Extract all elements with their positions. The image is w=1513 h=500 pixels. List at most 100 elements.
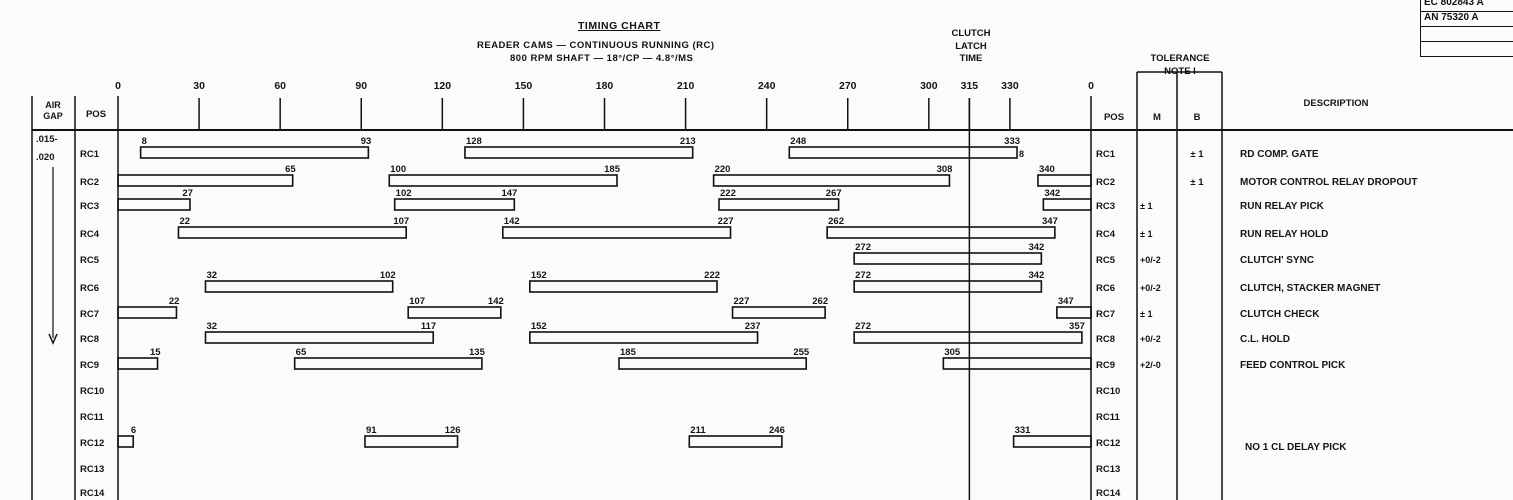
timing-bar (1012, 435, 1092, 448)
timing-bar (942, 357, 1092, 370)
tolerance-m-value: ± 1 (1140, 229, 1152, 239)
row-pos-label-right: RC6 (1096, 283, 1115, 294)
description-header: DESCRIPTION (1304, 98, 1369, 109)
bar-end-label: 22 (169, 296, 180, 307)
revision-box: EC 802843 A AN 75320 A (1420, 0, 1513, 57)
bar-start-label: 272 (855, 321, 871, 332)
air-gap-header: AIR (45, 100, 61, 110)
row-pos-label: RC4 (80, 229, 100, 240)
timing-bar (117, 435, 135, 448)
row-pos-label-right: RC13 (1096, 464, 1120, 475)
clutch-label-line: LATCH (955, 40, 987, 52)
timing-bar (529, 331, 759, 344)
bar-start-label: 8 (142, 136, 147, 147)
clutch-label-line: TIME (959, 53, 983, 64)
axis-tick-label: 120 (434, 80, 452, 92)
row-pos-label-right: RC7 (1096, 309, 1115, 320)
timing-bar (364, 435, 459, 448)
bar-start-label: 102 (396, 188, 412, 199)
row-pos-label: RC11 (80, 412, 104, 423)
bar-end-label: 15 (150, 347, 161, 358)
bar-end-label: 213 (680, 136, 696, 147)
axis-tick-label: 150 (515, 80, 533, 92)
bar-end-label: 342 (1028, 270, 1044, 281)
row-pos-label-right: RC11 (1096, 412, 1120, 423)
bar-end-label: 142 (488, 296, 504, 307)
bar-start-label: 272 (855, 242, 871, 253)
bar-start-label: 342 (1044, 188, 1060, 199)
axis-tick-label: 90 (355, 80, 367, 92)
bar-start-label: 22 (179, 216, 190, 227)
bar-end-label: 308 (937, 164, 953, 175)
timing-bar (718, 198, 840, 211)
row-pos-label: RC7 (80, 309, 99, 320)
bar-end-label: 185 (604, 164, 621, 175)
timing-bar (688, 435, 783, 448)
bar-end-label: 246 (769, 425, 785, 436)
timing-bar (204, 280, 394, 293)
bar-end-label: 6 (131, 425, 136, 436)
row-pos-label: RC2 (80, 177, 99, 188)
timing-bar (712, 174, 951, 187)
bar-end-label: 126 (445, 425, 461, 436)
row-description: NO 1 CL DELAY PICK (1245, 442, 1347, 453)
bar-end-label: 107 (393, 216, 409, 227)
timing-bar (393, 198, 516, 211)
timing-bar (117, 306, 178, 319)
row-pos-label-right: RC8 (1096, 334, 1115, 345)
row-pos-label: RC3 (80, 201, 99, 212)
bar-start-label: 340 (1039, 164, 1055, 175)
bar-start-label: 220 (715, 164, 731, 175)
timing-bar (826, 226, 1056, 239)
row-pos-label-right: RC10 (1096, 386, 1120, 397)
bar-end-label: 267 (826, 188, 842, 199)
tolerance-b-header: B (1194, 112, 1201, 123)
row-pos-label: RC13 (80, 464, 104, 475)
axis-tick-label: 60 (274, 80, 286, 92)
air-gap-value: .020 (36, 152, 55, 163)
bar-end-label: 117 (421, 321, 436, 332)
pos-header-right: POS (1104, 112, 1124, 123)
air-gap-header: GAP (43, 111, 63, 121)
row-pos-label-right: RC5 (1096, 255, 1116, 266)
axis-tick-label: 210 (677, 80, 695, 92)
timing-bar (853, 280, 1043, 293)
row-description: CLUTCH' SYNC (1240, 255, 1314, 266)
timing-bar (117, 357, 159, 370)
tolerance-m-header: M (1153, 112, 1161, 123)
bar-end-label: 227 (718, 216, 734, 227)
bar-start-label: 107 (409, 296, 425, 307)
bar-start-label: 142 (504, 216, 520, 227)
bar-end-label: 357 (1069, 321, 1085, 332)
bar-start-label: 272 (855, 270, 871, 281)
bar-start-label: 128 (466, 136, 482, 147)
row-description: MOTOR CONTROL RELAY DROPOUT (1240, 177, 1417, 188)
bar-start-label: 152 (531, 270, 547, 281)
row-description: RUN RELAY HOLD (1240, 229, 1328, 240)
tolerance-m-value: +2/-0 (1140, 360, 1161, 370)
timing-bar (464, 146, 694, 159)
axis-tick-label: 30 (193, 80, 205, 92)
bar-end-label: 27 (182, 188, 193, 199)
row-pos-label: RC12 (80, 438, 104, 449)
axis-tick-label: 240 (758, 80, 776, 92)
timing-bar (1042, 198, 1092, 211)
row-pos-label: RC1 (80, 149, 100, 160)
tolerance-m-value: +0/-2 (1140, 283, 1161, 293)
axis-tick-label: 0 (1088, 80, 1094, 92)
axis-tick-label: 315 (961, 80, 979, 92)
row-pos-label: RC8 (80, 334, 99, 345)
row-description: FEED CONTROL PICK (1240, 360, 1346, 371)
timing-bar (1037, 174, 1092, 187)
bar-start-label: 305 (944, 347, 961, 358)
bar-start-label: 32 (206, 321, 217, 332)
pos-header: POS (86, 109, 106, 120)
bar-start-label: 65 (296, 347, 307, 358)
row-description: RUN RELAY PICK (1240, 201, 1325, 212)
tolerance-label-line: TOLERANCE (1150, 53, 1210, 64)
row-pos-label: RC14 (80, 488, 105, 499)
row-pos-label-right: RC4 (1096, 229, 1116, 240)
bar-start-label: 347 (1058, 296, 1074, 307)
row-pos-label: RC6 (80, 283, 99, 294)
revision-entry: EC 802843 A (1421, 0, 1513, 12)
